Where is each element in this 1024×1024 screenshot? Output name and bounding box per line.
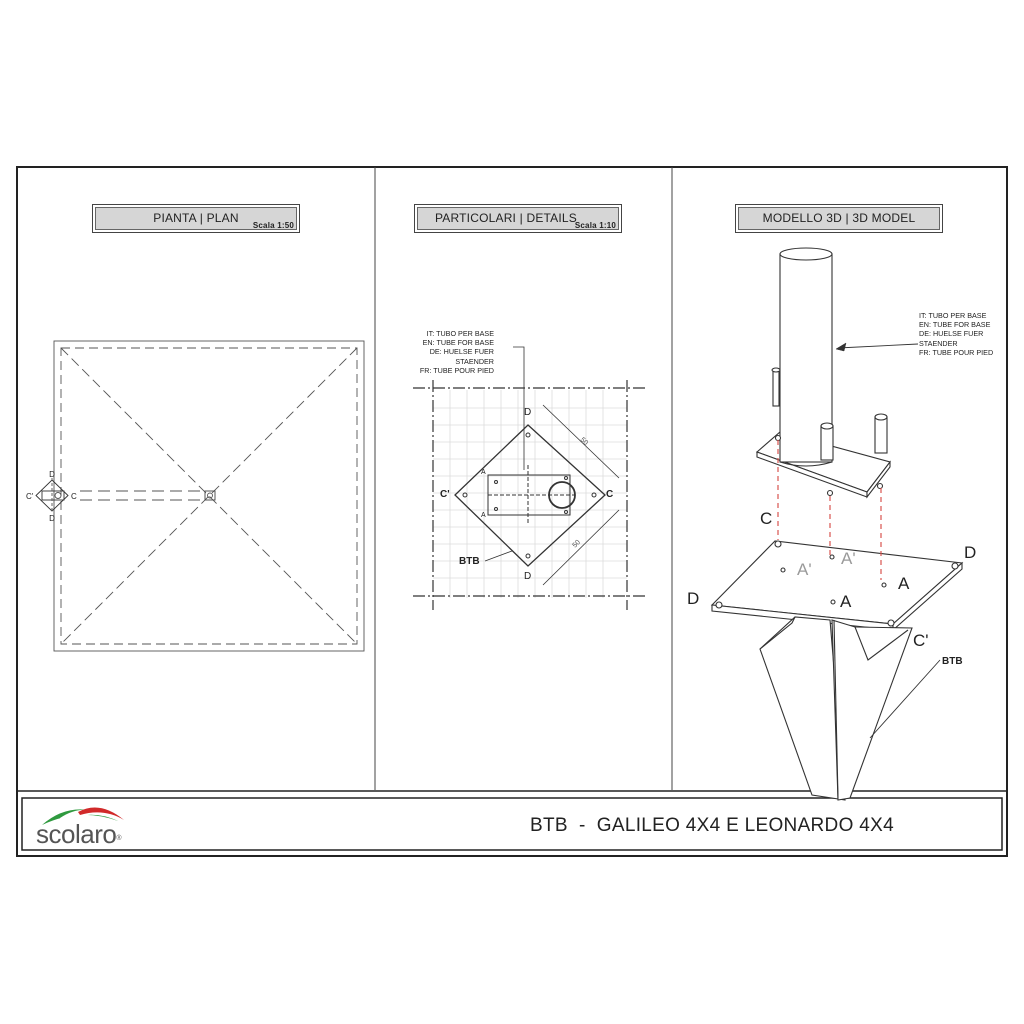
plan-scale: Scala 1:50 [252, 221, 294, 230]
details-note-fr: FR: TUBE POUR PIED [419, 365, 494, 375]
details-scale: Scala 1:10 [574, 221, 616, 230]
details-label-D-top: D [524, 407, 532, 418]
details-label-C: C [606, 489, 614, 500]
brand-name: scolaro [36, 819, 117, 849]
details-title-bar: PARTICOLARI | DETAILS Scala 1:10 [414, 204, 622, 233]
model-label-C-prime: C' [913, 631, 929, 650]
model-guide-lines [777, 440, 882, 580]
details-note-de: DE: HUELSE FUER STAENDER [429, 347, 494, 366]
model-label-A-front: A [840, 592, 852, 611]
details-tube-note: IT: TUBO PER BASE EN: TUBE FOR BASE DE: … [405, 329, 494, 375]
plan-label-C-prime: C' [26, 492, 34, 501]
plan-title-bar: PIANTA | PLAN Scala 1:50 [92, 204, 300, 233]
footer-frame [21, 797, 1003, 851]
model-title: MODELLO 3D | 3D MODEL [762, 211, 916, 225]
model-note-de: DE: HUELSE FUER STAENDER [919, 329, 984, 348]
model-note-fr: FR: TUBE POUR PIED [919, 347, 994, 357]
details-label-A-top: A [481, 469, 486, 476]
details-note-en: EN: TUBE FOR BASE [422, 338, 494, 348]
details-drawing [413, 346, 645, 610]
details-title: PARTICOLARI | DETAILS [434, 211, 578, 225]
plan-title: PIANTA | PLAN [153, 211, 239, 225]
model-label-A-right: A [898, 574, 910, 593]
details-label-A-bottom: A [481, 512, 486, 519]
brand-trademark: ® [116, 835, 121, 842]
plan-drawing [35, 340, 365, 652]
details-note-it: IT: TUBO PER BASE [426, 329, 494, 338]
model-3d [710, 247, 964, 801]
model-label-D-right: D [964, 543, 977, 562]
details-label-C-prime: C' [440, 489, 450, 500]
plan-label-D-top: D [49, 470, 55, 479]
details-dim-50-top: 50 [579, 436, 590, 447]
model-title-bar: MODELLO 3D | 3D MODEL [735, 204, 943, 233]
brand-logo: scolaro® [36, 819, 121, 850]
details-dim-50-bottom: 50 [572, 539, 583, 550]
model-label-D-left: D [687, 589, 700, 608]
model-note-it: IT: TUBO PER BASE [919, 311, 987, 320]
model-label-C: C [760, 509, 773, 528]
model-label-A-prime-2: A' [841, 549, 856, 568]
brand-logo-arc [42, 807, 124, 825]
model-tube-note: IT: TUBO PER BASE EN: TUBE FOR BASE DE: … [919, 311, 1014, 357]
details-label-D-bottom: D [524, 571, 532, 582]
model-label-btb: BTB [942, 656, 963, 667]
plan-label-D-bottom: D [49, 514, 55, 523]
details-label-btb: BTB [459, 556, 480, 567]
outer-frame [16, 166, 1008, 857]
plan-label-C: C [71, 492, 77, 501]
model-note-en: EN: TUBE FOR BASE [919, 320, 991, 330]
drawing-title: BTB - GALILEO 4X4 E LEONARDO 4X4 [530, 815, 894, 836]
model-label-A-prime-1: A' [797, 560, 812, 579]
